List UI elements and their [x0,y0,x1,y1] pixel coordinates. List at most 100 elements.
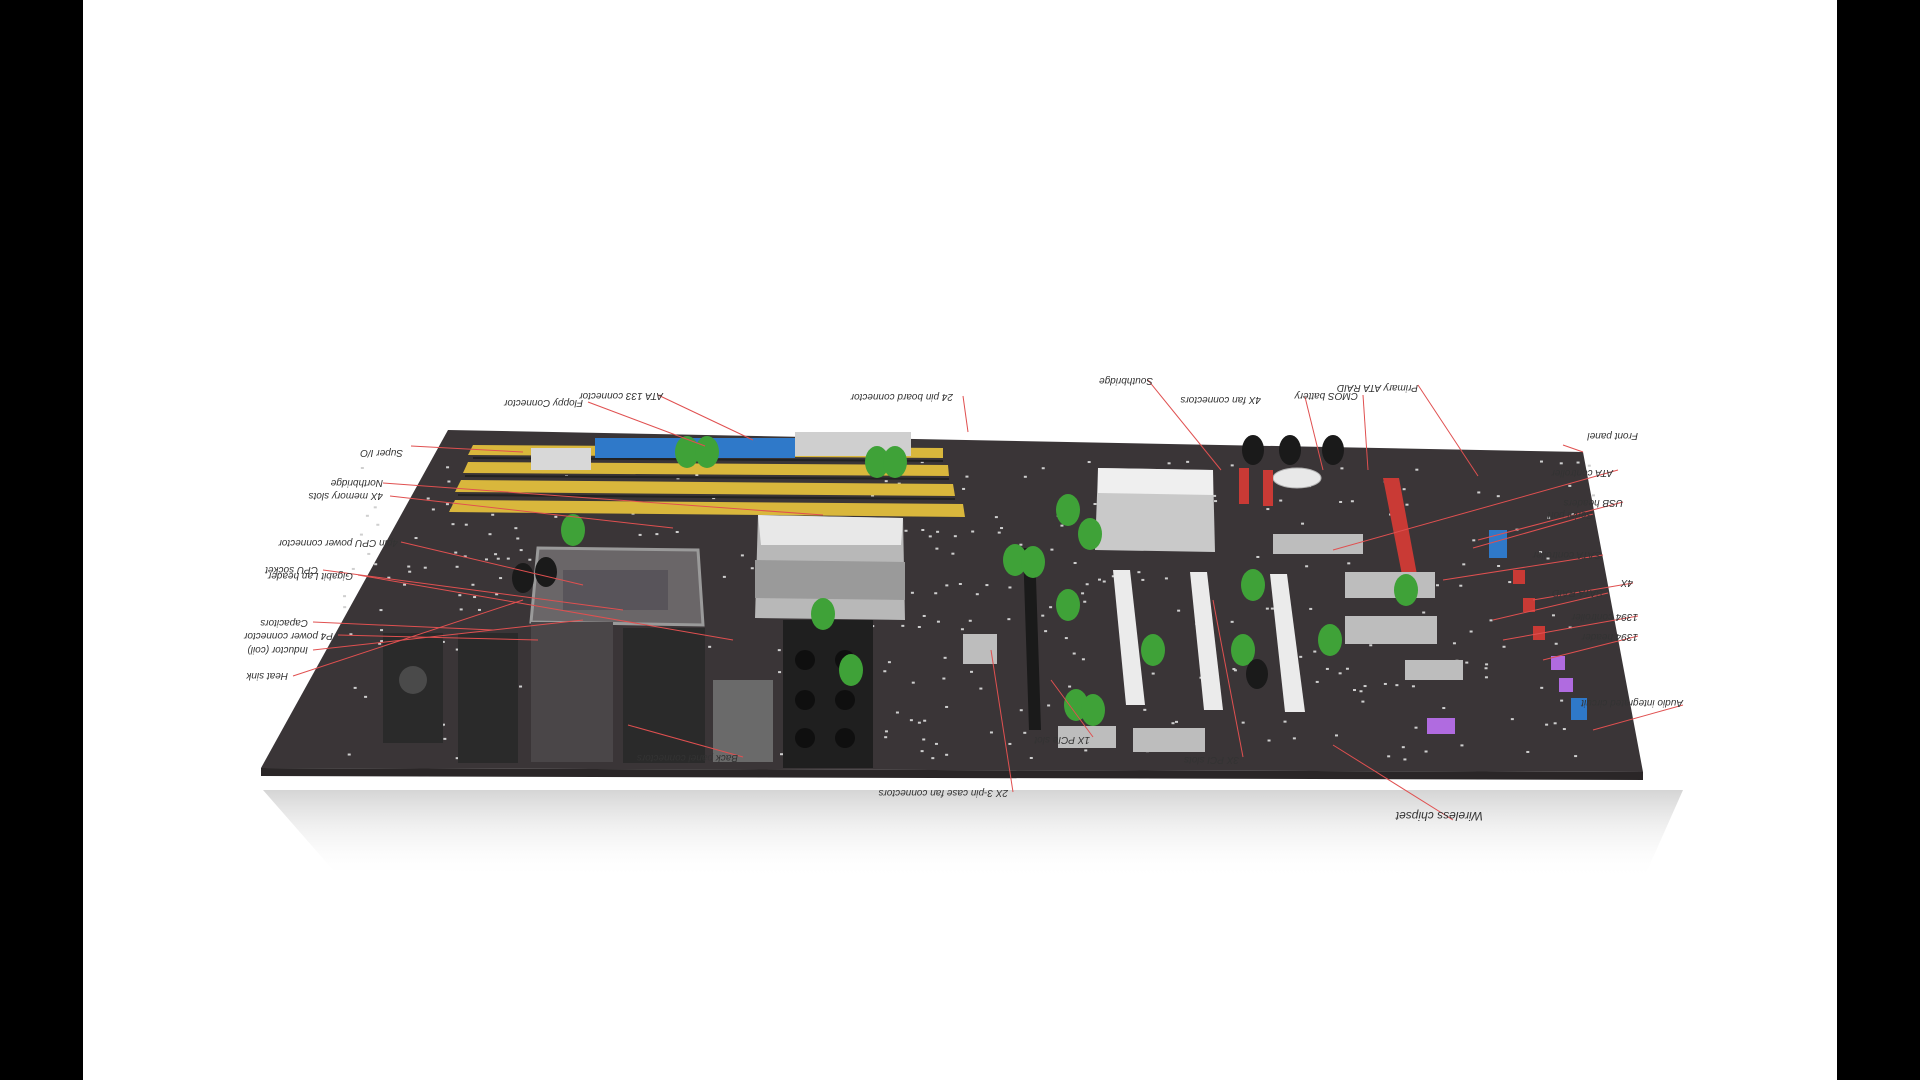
solder-pad [777,649,781,652]
diagram-canvas: Super I/O Floppy Connector ATA 133 conne… [83,0,1837,1080]
label-cpu-socket: CPU socket [264,564,318,575]
solder-pad [951,552,955,555]
solder-pad [1049,606,1053,609]
leader-line [1212,599,1244,758]
solder-pad [934,592,938,595]
label-case-fan: 2X 3-pin case fan connectors [878,787,1009,798]
solder-pad [1465,661,1469,664]
label-wireless: Wireless chipset [1395,809,1483,823]
solder-pad [1097,578,1101,581]
solder-pad [364,695,368,698]
leader-line [587,401,706,447]
solder-pad [1340,467,1344,470]
solder-pad [1171,722,1175,725]
solder-pad [1041,467,1045,470]
solder-pad [463,555,467,558]
solder-pad [519,549,523,552]
solder-pad [968,619,972,622]
solder-pad [1000,527,1004,530]
solder-pad [920,750,924,753]
solder-pad [1347,562,1351,565]
solder-pad [1510,718,1514,721]
solder-pad [1299,655,1303,658]
leader-line [1050,679,1094,738]
solder-pad [1068,685,1072,688]
solder-pad [379,609,383,612]
solder-pad [408,570,412,573]
label-sata-4x: 4X [1620,577,1633,588]
solder-pad [519,685,523,688]
solder-pad [997,531,1001,534]
solder-pad [1350,500,1354,503]
solder-pad [935,547,939,550]
solder-pad [1279,499,1283,502]
capacitor-black [1242,435,1264,465]
solder-pad [1141,578,1145,581]
solder-pad [351,567,355,570]
solder-pad [1265,607,1269,610]
solder-pad [1151,672,1155,675]
solder-pad [374,563,378,566]
solder-pad [495,593,499,596]
leader-line [1592,704,1684,731]
solder-pad [1568,484,1572,487]
solder-pad [1442,707,1446,710]
solder-pad [909,719,913,722]
solder-pad [423,566,427,569]
solder-pad [1352,689,1356,692]
solder-pad [655,533,659,536]
solder-pad [1574,755,1578,758]
solder-pad [473,596,477,599]
solder-pad [920,461,924,464]
solder-pad [1559,462,1563,465]
label-primary-ata-raid: Primary ATA RAID [1337,382,1418,393]
solder-pad [1143,708,1147,711]
purple-headers [1427,656,1573,734]
solder-pad [360,466,364,469]
label-ata-controller: ATA controller [1551,467,1614,478]
solder-pad [499,577,503,580]
solder-pad [1576,461,1580,464]
solder-pad [1093,503,1097,506]
chips [963,534,1463,752]
solder-pad [491,513,495,516]
blue-headers [1489,530,1587,720]
solder-pad [1064,637,1068,640]
solder-pad [359,533,363,536]
solder-pad [1041,614,1045,617]
solder-pad [1554,642,1558,645]
solder-pad [1292,737,1296,740]
solder-pad [441,640,445,643]
leader-line [1147,379,1222,471]
solder-pad [994,516,998,519]
solder-pad [1047,704,1051,707]
solder-pad [1085,583,1089,586]
solder-pad [1361,700,1365,703]
back-panel-io [383,620,873,768]
solder-pad [1551,614,1555,617]
capacitor-black [512,563,534,593]
capacitor [1394,574,1418,606]
solder-pad [1546,557,1550,560]
solder-pad [1403,758,1407,761]
capacitor [883,446,907,478]
solder-pad [1008,586,1012,589]
solder-pad [1301,522,1305,525]
capacitor [561,514,585,546]
label-cpu-power: 4pin CPU power connector [278,537,398,548]
solder-pad [750,567,754,570]
solder-pad [1111,575,1115,578]
solder-pad [1232,668,1236,671]
solder-pad [464,523,468,526]
label-southbridge: Southbridge [1099,375,1153,386]
leader-line [1502,615,1639,641]
solder-pad [451,523,455,526]
solder-pad [414,537,418,540]
label-inductor: Inductor (coil) [247,644,308,655]
solder-pad [1472,539,1476,542]
solder-pad [1359,690,1363,693]
solder-pad [353,686,357,689]
solder-pad [1267,739,1271,742]
solder-pad [712,497,716,500]
leader-line [990,649,1014,793]
